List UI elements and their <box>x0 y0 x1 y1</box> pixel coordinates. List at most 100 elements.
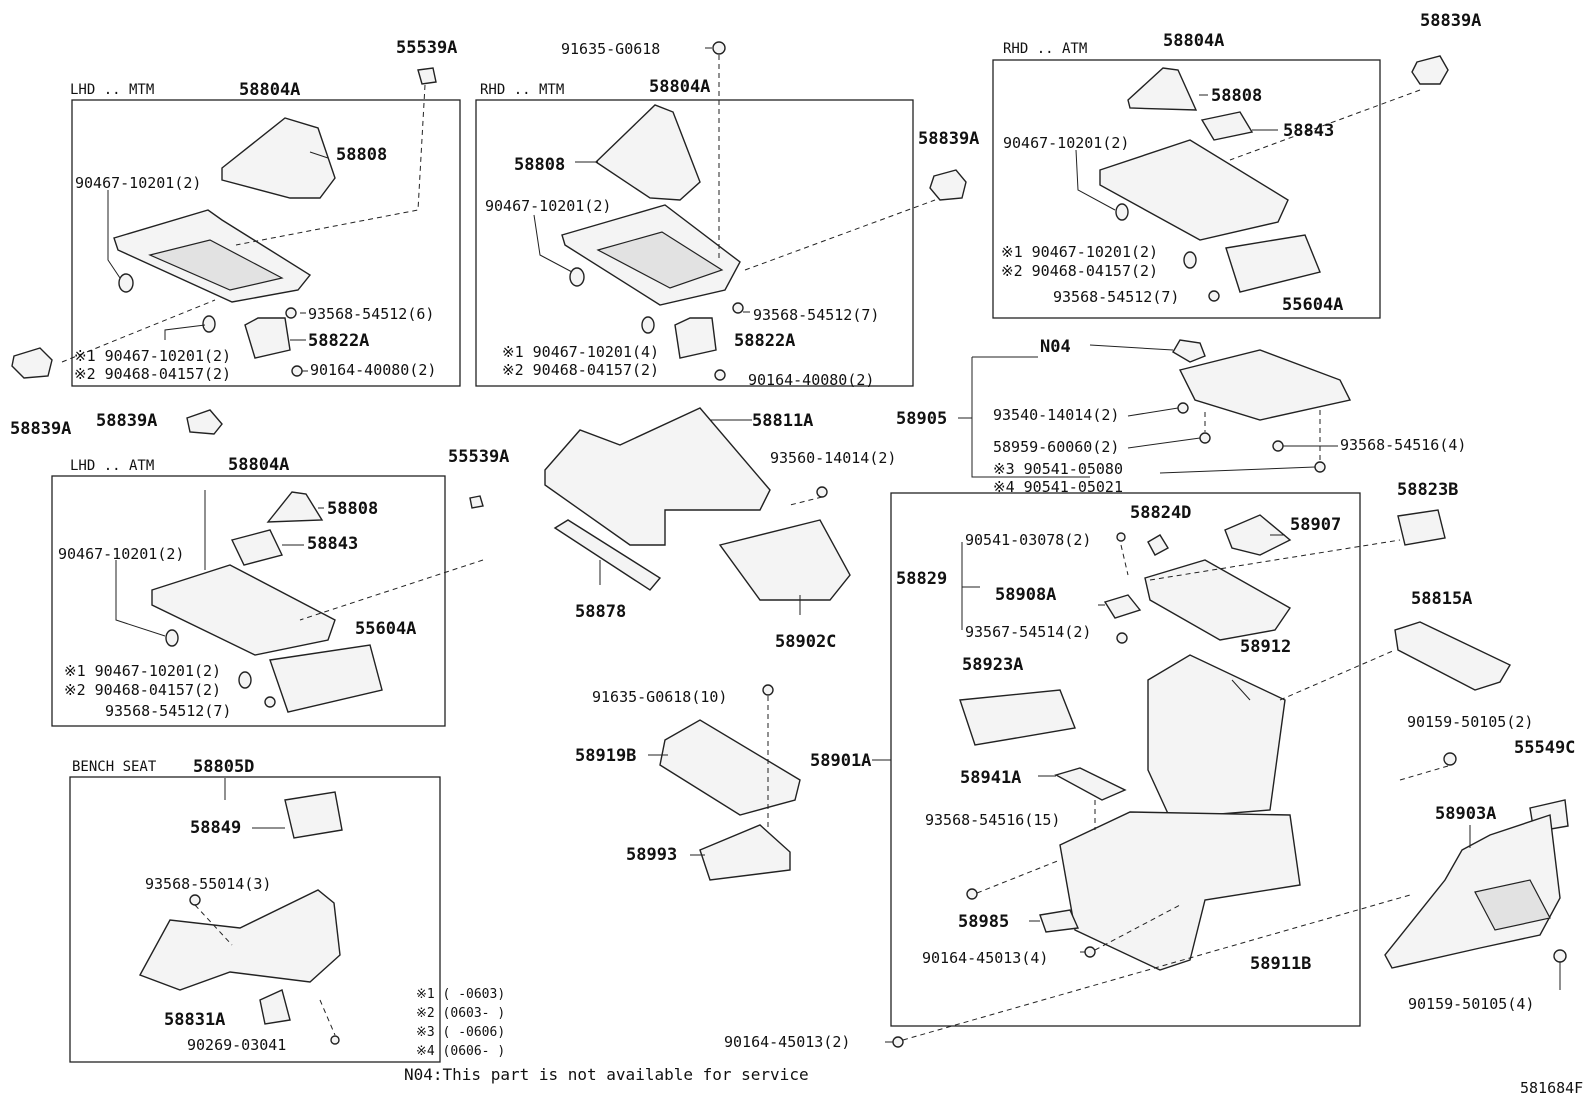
label-90164-a: 90164-40080(2) <box>310 361 436 379</box>
bezel-58804A-d <box>151 564 336 656</box>
bezel-opening-b <box>596 231 724 289</box>
lhd-mtm-parts: 58804A 55539A 58808 90467-10201(2) 93568… <box>61 38 457 383</box>
screw-f <box>264 696 276 708</box>
label-x3: ※3 90541-05080 <box>993 460 1123 478</box>
cap-55539A-d <box>469 495 484 509</box>
label-x1-c: ※1 90467-10201(2) <box>1001 243 1158 261</box>
bracket-58822A-b <box>674 317 717 359</box>
screw-g <box>189 894 201 906</box>
label-x2-d: ※2 90468-04157(2) <box>64 681 221 699</box>
label-58804A-c: 58804A <box>1163 31 1224 51</box>
clip-d <box>641 316 655 334</box>
label-58902C: 58902C <box>775 632 836 652</box>
screw-t <box>1443 752 1457 766</box>
label-58903A: 58903A <box>1435 804 1496 824</box>
label-55539A-a: 55539A <box>396 38 457 58</box>
box-lhd-mtm <box>71 99 461 387</box>
screw-l <box>1199 432 1211 444</box>
screw-s <box>892 1036 904 1048</box>
clip-e <box>1115 203 1129 221</box>
group-label-bench-seat: BENCH SEAT <box>72 759 157 775</box>
block-58985 <box>1039 909 1080 933</box>
label-58849: 58849 <box>190 818 241 838</box>
label-58912: 58912 <box>1240 637 1291 657</box>
cupholder-55604A-c <box>1225 234 1321 293</box>
tray-58849 <box>284 791 343 839</box>
label-93568-b: 93568-54512(7) <box>753 306 879 324</box>
label-58843-d: 58843 <box>307 534 358 554</box>
group-label-rhd-mtm: RHD .. MTM <box>480 82 564 98</box>
label-90467-c: 90467-10201(2) <box>1003 134 1129 152</box>
label-90467-d: 90467-10201(2) <box>58 545 184 563</box>
screw-n <box>1314 461 1326 473</box>
box-58912 <box>1147 654 1286 819</box>
cover-58839A-left <box>11 347 53 379</box>
label-93568-d: 93568-54512(7) <box>105 702 231 720</box>
middle-parts: 58811A 93560-14014(2) 58878 58902C 91635… <box>544 407 896 881</box>
label-58804A-d: 58804A <box>228 455 289 475</box>
plate-58843-d <box>231 529 283 566</box>
group-label-lhd-atm: LHD .. ATM <box>70 458 154 474</box>
label-58823B: 58823B <box>1397 480 1458 500</box>
cover-58839A-topright <box>1411 55 1449 85</box>
label-90467-a: 90467-10201(2) <box>75 174 201 192</box>
label-58905: 58905 <box>896 409 947 429</box>
label-58805D: 58805D <box>193 757 254 777</box>
label-x4: ※4 90541-05021 <box>993 478 1123 496</box>
label-93560: 93560-14014(2) <box>770 449 896 467</box>
label-58811A: 58811A <box>752 411 813 431</box>
clip-c <box>569 267 585 287</box>
label-90541-03078: 90541-03078(2) <box>965 531 1091 549</box>
box-lhd-atm <box>51 475 446 727</box>
label-90164-45013-4: 90164-45013(4) <box>922 949 1048 967</box>
note-n04: N04:This part is not available for servi… <box>404 1065 809 1084</box>
screw-r <box>1084 946 1096 958</box>
label-x1-b: ※1 90467-10201(4) <box>502 343 659 361</box>
group-label-lhd-mtm: LHD .. MTM <box>70 82 154 98</box>
insulator-58923A <box>959 689 1076 746</box>
label-93568-54516-4: 93568-54516(4) <box>1340 436 1466 454</box>
label-93568-c: 93568-54512(7) <box>1053 288 1179 306</box>
label-93568-54516-15: 93568-54516(15) <box>925 811 1060 829</box>
console-panel <box>138 889 341 991</box>
bracket-58993 <box>699 824 791 881</box>
label-58829: 58829 <box>896 569 947 589</box>
note-2: ※2 (0603- ) <box>416 1006 505 1021</box>
label-58993: 58993 <box>626 845 677 865</box>
label-58808-c: 58808 <box>1211 86 1262 106</box>
label-58923A: 58923A <box>962 655 1023 675</box>
box-rhd-mtm <box>475 99 914 387</box>
label-91635-top: 91635-G0618 <box>561 40 660 58</box>
label-90159-4: 90159-50105(4) <box>1408 995 1534 1013</box>
label-58839A-4: 58839A <box>96 411 157 431</box>
label-90164-45013-2: 90164-45013(2) <box>724 1033 850 1051</box>
bezel-opening-a <box>148 239 284 291</box>
mat-58815A <box>1394 621 1511 691</box>
bench-seat-parts: 58805D 58849 93568-55014(3) 58831A 90269… <box>138 757 343 1054</box>
label-93567: 93567-54514(2) <box>965 623 1091 641</box>
screw-a <box>285 307 297 319</box>
label-93540: 93540-14014(2) <box>993 406 1119 424</box>
rhd-atm-parts: 58804A 58839A 58808 58843 90467-10201(2)… <box>1001 11 1481 315</box>
screw-p <box>1116 632 1128 644</box>
cap-N04 <box>1172 339 1206 363</box>
pad-58824D <box>1147 534 1169 556</box>
label-58907: 58907 <box>1290 515 1341 535</box>
label-x1-d: ※1 90467-10201(2) <box>64 662 221 680</box>
label-58908A: 58908A <box>995 585 1056 605</box>
screw-e <box>1208 290 1220 302</box>
screw-b <box>291 365 303 377</box>
screw-top <box>712 41 726 55</box>
label-90269: 90269-03041 <box>187 1036 286 1054</box>
group-label-rhd-atm: RHD .. ATM <box>1003 41 1087 57</box>
label-58985: 58985 <box>958 912 1009 932</box>
clip-g <box>165 629 179 647</box>
label-58822A-a: 58822A <box>308 331 369 351</box>
label-x2-a: ※2 90468-04157(2) <box>74 365 231 383</box>
latch-58907 <box>1224 514 1292 556</box>
rhd-mtm-parts: 58804A 91635-G0618 58808 90467-10201(2) … <box>485 40 979 389</box>
screw-d <box>714 369 726 381</box>
panel-58811A <box>544 407 771 546</box>
label-90467-b: 90467-10201(2) <box>485 197 611 215</box>
